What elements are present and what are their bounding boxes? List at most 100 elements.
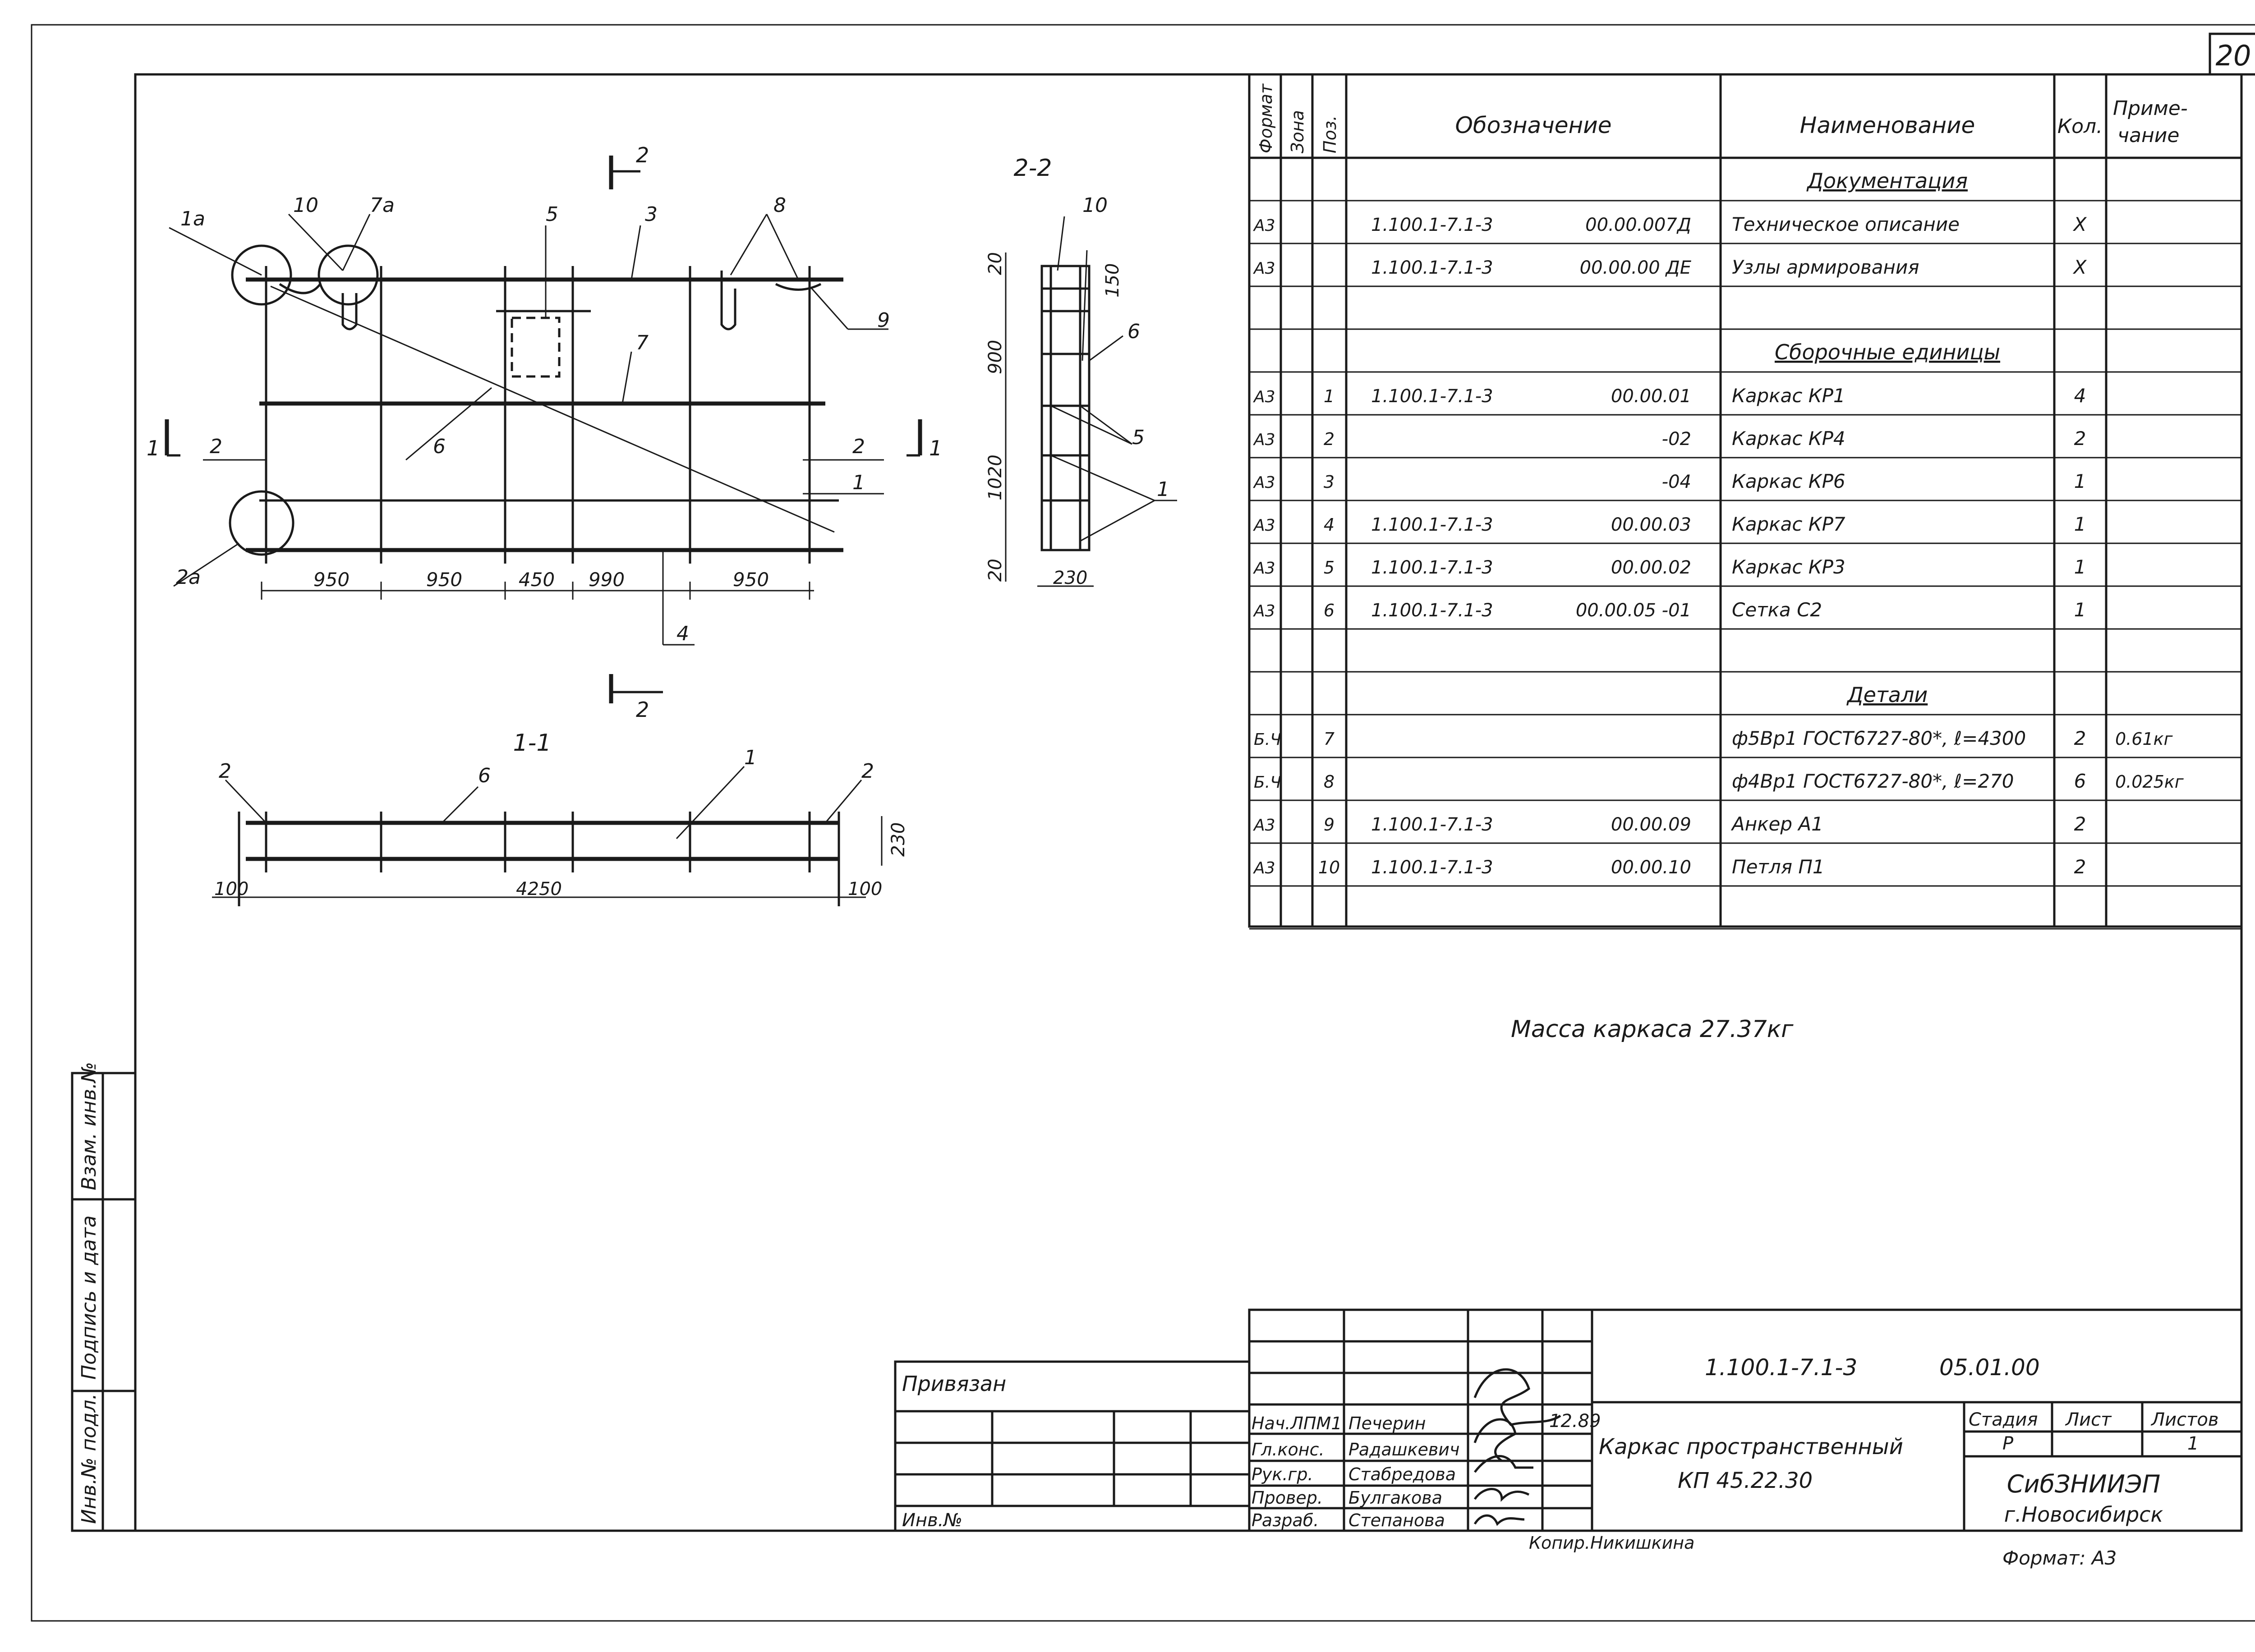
s11-callout-2-right: 2	[861, 760, 874, 783]
s22-dim-20-top: 20	[985, 252, 1006, 275]
doc-sheet-code: 05.01.00	[1939, 1354, 2040, 1381]
person-4: Булгакова	[1348, 1488, 1442, 1508]
spec-table: Формат Зона Поз. Обозначение Наименовани…	[1248, 73, 2243, 930]
spec-cell-format: А3	[1253, 602, 1275, 620]
spec-cell-name: ф4Вр1 ГОСТ6727-80*, ℓ=270	[1732, 770, 2014, 792]
cut-2-top: 2	[636, 143, 649, 167]
spec-cell-qty: 2	[2074, 727, 2086, 749]
spec-cell-format: А3	[1253, 516, 1275, 535]
spec-cell-format: А3	[1253, 431, 1275, 449]
spec-cell-qty: 1	[2074, 556, 2086, 578]
s11-dim-230: 230	[888, 822, 909, 857]
callout-1a: 1а	[180, 207, 205, 230]
drawing-mark: КП 45.22.30	[1678, 1468, 1813, 1493]
s11-dim-100-left: 100	[214, 879, 249, 899]
callout-7a: 7а	[370, 194, 395, 217]
spec-cell-designation: 1.100.1-7.1-3	[1371, 514, 1493, 535]
spec-cell-qty: 4	[2074, 385, 2086, 407]
spec-cell-format: А3	[1253, 216, 1275, 235]
page-number: 20	[2216, 39, 2251, 72]
spec-section-title: Детали	[1846, 683, 1928, 707]
spec-cell-qty: 6	[2074, 770, 2086, 792]
spec-cell-designation: 1.100.1-7.1-3	[1371, 814, 1493, 835]
org-name: СибЗНИИЭП	[2007, 1470, 2160, 1498]
s22-dim-900: 900	[985, 340, 1006, 374]
spec-cell-pos: 1	[1324, 386, 1335, 406]
spec-cell-pos: 9	[1324, 815, 1335, 835]
spec-cell-format: А3	[1253, 859, 1275, 877]
spec-cell-designation-suffix: 00.00.01	[1611, 386, 1691, 407]
s22-dim-230: 230	[1053, 568, 1087, 588]
callout-9: 9	[877, 309, 890, 332]
stage-value: Р	[2002, 1433, 2014, 1454]
s22-dim-1020: 1020	[985, 454, 1006, 500]
spec-cell-name: Анкер А1	[1730, 813, 1823, 835]
callout-2a: 2а	[176, 566, 201, 589]
drawing-title: Каркас пространственный	[1599, 1434, 1903, 1459]
spec-cell-qty: 2	[2074, 427, 2086, 450]
spec-cell-designation-suffix: 00.00.05 -01	[1576, 600, 1691, 621]
privyazan-label: Привязан	[902, 1372, 1006, 1396]
spec-cell-designation-suffix: 00.00.03	[1611, 514, 1691, 535]
title-block: Привязан Инв.№ 1.100.1-7.1-3 05.01.00 Ка…	[894, 1308, 2243, 1569]
spec-cell-qty: X	[2073, 213, 2087, 235]
spec-cell-qty: 2	[2074, 856, 2086, 878]
inv-no-label: Инв.№	[902, 1510, 962, 1531]
hdr-zone: Зона	[1288, 110, 1307, 153]
spec-cell-pos: 10	[1318, 858, 1340, 877]
spec-cell-designation: 1.100.1-7.1-3	[1371, 557, 1493, 578]
spec-cell-designation-suffix: -02	[1662, 429, 1691, 450]
date: 12.89	[1549, 1411, 1601, 1432]
hdr-note-2: чание	[2117, 124, 2179, 147]
s22-dim-150: 150	[1102, 263, 1123, 298]
spec-cell-qty: X	[2073, 256, 2087, 278]
s11-dim-4250: 4250	[516, 879, 562, 899]
mass-note: Масса каркаса 27.37кг	[1511, 1016, 1794, 1043]
cut-1-left: 1	[147, 436, 160, 460]
spec-cell-format: Б.Ч	[1254, 773, 1281, 792]
spec-cell-name: Узлы армирования	[1732, 256, 1919, 278]
spec-cell-format: Б.Ч	[1254, 730, 1281, 749]
side-stamp-replace: Взам. инв.№	[78, 1062, 101, 1190]
cut-2-bottom: 2	[636, 698, 649, 722]
spec-cell-note: 0.61кг	[2115, 729, 2173, 749]
spec-cell-note: 0.025кг	[2115, 772, 2184, 792]
spec-cell-designation: 1.100.1-7.1-3	[1371, 600, 1493, 621]
callout-2-left: 2	[210, 435, 222, 458]
callout-2-right: 2	[852, 435, 865, 458]
spec-cell-name: Каркас КР3	[1732, 556, 1845, 578]
callout-1: 1	[852, 471, 865, 494]
section-1-1: 1-1 100 4250 100 230 2 6 1 2	[212, 730, 909, 906]
spec-cell-format: А3	[1253, 388, 1275, 406]
person-3: Стабредова	[1348, 1464, 1456, 1484]
s22-callout-1: 1	[1157, 478, 1169, 501]
s11-callout-1: 1	[744, 746, 757, 769]
spec-cell-format: А3	[1253, 473, 1275, 492]
callout-5: 5	[546, 203, 558, 226]
sheets-label: Листов	[2150, 1409, 2218, 1430]
plan-dim-5: 950	[733, 569, 769, 591]
spec-cell-designation: 1.100.1-7.1-3	[1371, 386, 1493, 407]
spec-cell-pos: 6	[1324, 601, 1335, 620]
spec-cell-name: Каркас КР4	[1732, 427, 1845, 450]
hdr-qty: Кол.	[2057, 115, 2103, 138]
spec-cell-pos: 5	[1324, 558, 1335, 578]
spec-cell-pos: 3	[1324, 472, 1335, 492]
spec-cell-format: А3	[1253, 559, 1275, 578]
spec-cell-name: ф5Вр1 ГОСТ6727-80*, ℓ=4300	[1732, 727, 2026, 749]
spec-cell-designation: 1.100.1-7.1-3	[1371, 215, 1493, 235]
spec-cell-pos: 7	[1324, 729, 1335, 749]
callout-10: 10	[293, 194, 318, 217]
plan-dim-3: 450	[519, 569, 555, 591]
spec-cell-designation-suffix: 00.00.02	[1611, 557, 1691, 578]
spec-cell-format: А3	[1253, 259, 1275, 278]
hdr-format: Формат	[1256, 83, 1276, 153]
hdr-pos: Поз.	[1320, 115, 1340, 153]
side-stamp-inv: Инв.№ подл.	[78, 1393, 101, 1524]
s11-callout-2-left: 2	[219, 760, 231, 783]
person-1: Печерин	[1348, 1413, 1426, 1433]
spec-cell-name: Каркас КР1	[1732, 385, 1845, 407]
spec-section-title: Сборочные единицы	[1775, 340, 2000, 364]
